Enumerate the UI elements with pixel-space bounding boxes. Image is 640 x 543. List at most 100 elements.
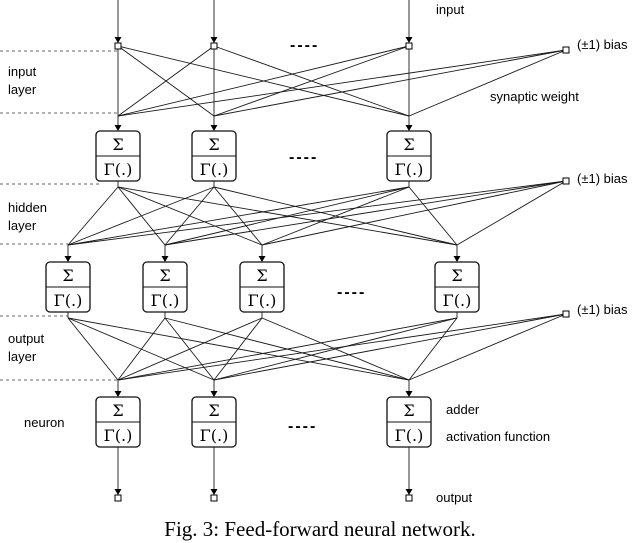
input-arrowhead xyxy=(405,37,413,43)
activation-symbol: Γ(.) xyxy=(200,426,229,445)
adder-symbol: Σ xyxy=(159,266,170,285)
bias-connection xyxy=(408,313,567,381)
adder-symbol: Σ xyxy=(208,135,219,154)
output-layer-label-line1: output xyxy=(8,331,45,346)
synaptic-connection xyxy=(117,317,263,381)
neuron-input-arrowhead xyxy=(114,391,122,397)
bias-node xyxy=(562,46,570,54)
network-nodes: Σ Γ(.) Σ Γ(.) Σ Γ(.) Σ Γ(.) Σ Γ(.) Σ Γ(.) Σ Γ(.) Σ Γ(.)… xyxy=(45,37,570,502)
output-node xyxy=(114,494,122,502)
synaptic-connection xyxy=(117,317,458,381)
neuron-input-arrowhead xyxy=(210,391,218,397)
bias-node xyxy=(562,310,570,318)
bias-connection xyxy=(261,180,567,246)
hidden-layer-neuron: Σ Γ(.) xyxy=(142,261,188,313)
activation-symbol: Γ(.) xyxy=(248,291,277,310)
output-label: output xyxy=(436,490,473,505)
activation-symbol: Γ(.) xyxy=(104,160,133,179)
neuron-input-arrowhead xyxy=(114,125,122,131)
figure-caption: Fig. 3: Feed-forward neural network. xyxy=(164,517,475,541)
input-layer-label-line1: input xyxy=(8,64,37,79)
bias-connection xyxy=(164,180,567,246)
input-label: input xyxy=(436,2,465,17)
synaptic-connection xyxy=(117,45,215,117)
input-arrowhead xyxy=(210,37,218,43)
neuron-label: neuron xyxy=(24,415,64,430)
adder-symbol: Σ xyxy=(112,135,123,154)
bias-connection xyxy=(456,180,567,246)
adder-symbol: Σ xyxy=(403,401,414,420)
output-arrowhead xyxy=(405,489,413,495)
ellipsis-layer2: ---- xyxy=(337,284,366,301)
bias-connection xyxy=(213,313,567,381)
input-layer-neuron: Σ Γ(.) xyxy=(386,130,432,182)
hidden-layer-neuron: ΣΓ(.) xyxy=(434,261,480,313)
output-layer-label-line2: layer xyxy=(8,349,37,364)
adder-symbol: Σ xyxy=(403,135,414,154)
input-layer-neuron: Σ Γ(.) xyxy=(95,130,141,182)
bias-label-output: (±1) bias xyxy=(577,302,628,317)
neuron-input-arrowhead xyxy=(405,391,413,397)
synaptic-connection xyxy=(67,186,119,246)
activation-symbol: Γ(.) xyxy=(54,291,83,310)
synaptic-connection xyxy=(213,45,410,117)
input-layer-label-line2: layer xyxy=(8,82,37,97)
adder-symbol: Σ xyxy=(208,401,219,420)
output-arrowhead xyxy=(210,489,218,495)
activation-symbol: Γ(.) xyxy=(151,291,180,310)
output-layer-neuron: Σ Γ(.) xyxy=(191,396,237,448)
bias-label-hidden: (±1) bias xyxy=(577,171,628,186)
activation-symbol: Γ(.) xyxy=(395,160,424,179)
bias-connection xyxy=(408,49,567,117)
adder-symbol: Σ xyxy=(256,266,267,285)
input-node xyxy=(114,42,122,50)
activation-function-label: activation function xyxy=(446,429,550,444)
output-node xyxy=(405,494,413,502)
ellipsis-layer3: ---- xyxy=(288,418,317,435)
synaptic-connection xyxy=(117,45,410,117)
network-connections xyxy=(67,0,567,493)
synaptic-connection xyxy=(67,317,119,381)
output-arrowhead xyxy=(114,489,122,495)
activation-symbol: Γ(.) xyxy=(200,160,229,179)
output-layer-neuron: ΣΓ(.) xyxy=(95,396,141,448)
synaptic-connection xyxy=(67,186,215,246)
synaptic-connection xyxy=(408,186,458,246)
neuron-input-arrowhead xyxy=(64,256,72,262)
hidden-layer-label-line2: layer xyxy=(8,218,37,233)
neuron-input-arrowhead xyxy=(210,125,218,131)
synaptic-connection xyxy=(164,186,215,246)
layer-divider-lines xyxy=(0,50,118,381)
synaptic-connection xyxy=(408,317,458,381)
bias-connection xyxy=(117,49,567,117)
adder-symbol: Σ xyxy=(62,266,73,285)
bias-node xyxy=(562,177,570,185)
hidden-layer-neuron: Σ Γ(.) xyxy=(239,261,285,313)
synaptic-connection xyxy=(67,186,410,246)
activation-symbol: Γ(.) xyxy=(104,426,133,445)
synaptic-connection xyxy=(213,317,458,381)
hidden-layer-label-line1: hidden xyxy=(8,200,47,215)
bias-connection xyxy=(67,180,567,246)
neuron-input-arrowhead xyxy=(405,125,413,131)
input-node xyxy=(405,42,413,50)
adder-symbol: Σ xyxy=(451,266,462,285)
bias-connection xyxy=(117,313,567,381)
input-arrowhead xyxy=(114,37,122,43)
synaptic-connection xyxy=(164,186,410,246)
activation-symbol: Γ(.) xyxy=(395,426,424,445)
synaptic-connection xyxy=(261,186,410,246)
ellipsis-layer1: ---- xyxy=(289,149,318,166)
bias-label-input: (±1) bias xyxy=(577,37,628,52)
synaptic-weight-label: synaptic weight xyxy=(490,89,579,104)
synaptic-connection xyxy=(117,317,166,381)
adder-label: adder xyxy=(446,402,480,417)
input-node xyxy=(210,42,218,50)
ellipsis-input: ---- xyxy=(290,37,319,54)
synaptic-connection xyxy=(213,317,263,381)
hidden-layer-neuron: Σ Γ(.) xyxy=(45,261,91,313)
neuron-input-arrowhead xyxy=(258,256,266,262)
input-layer-neuron: Σ Γ(.) xyxy=(191,130,237,182)
neuron-input-arrowhead xyxy=(453,256,461,262)
